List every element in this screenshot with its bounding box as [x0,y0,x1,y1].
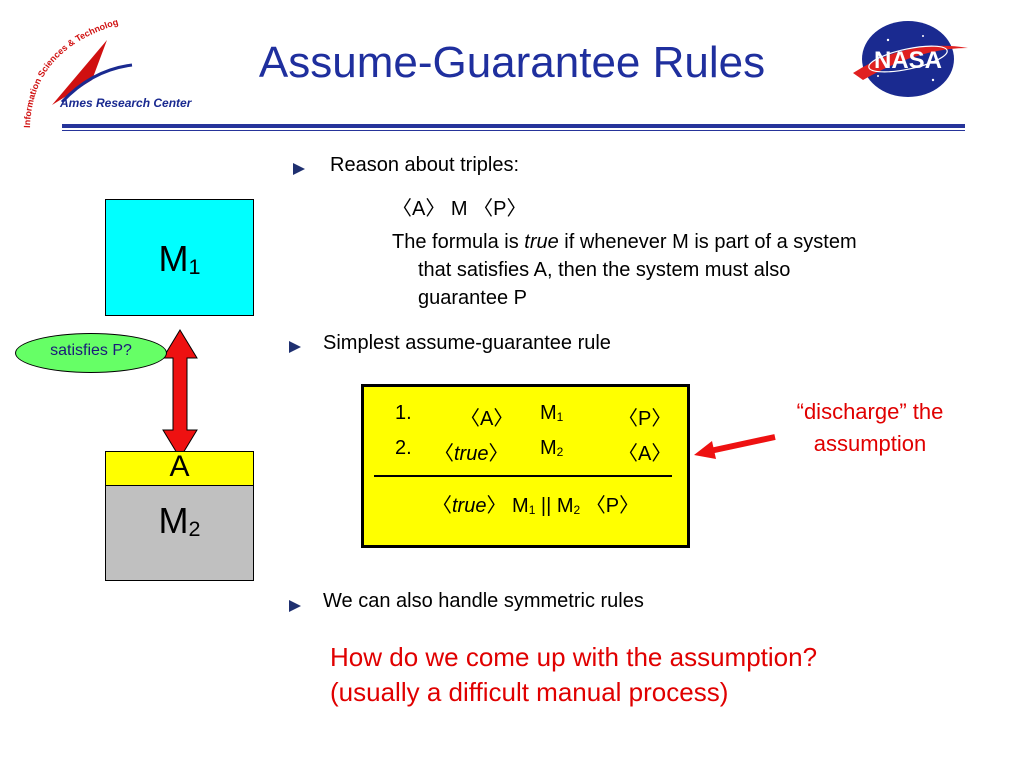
triple-notation: 〈A〉 M 〈P〉 [392,198,527,220]
rule-premise-1-number: 1. [395,402,412,424]
rule-premise-2-guarantee: 〈A〉 [618,443,672,465]
page-title: Assume-Guarantee Rules [258,38,766,87]
nasa-logo-text: NASA [874,47,942,74]
rule-box [361,384,690,548]
ames-rocket-shape [52,40,107,105]
satisfies-label: satisfies P? [50,342,132,359]
assumption-label: A [169,450,190,483]
m1-box [105,199,254,316]
discharge-note: “discharge” the assumption [796,399,944,456]
m2-label: M2 [158,500,201,542]
discharge-arrow [694,434,776,459]
ames-swoosh [60,63,133,104]
bullet-simplest-rule: Simplest assume-guarantee rule [323,332,611,354]
rule-inference-line [374,475,672,477]
nasa-logo: NASA [853,21,968,97]
bullet-icon [289,600,301,612]
title-divider [62,124,965,128]
satisfies-oval [15,333,167,373]
ames-logo: Information Sciences & Technology [12,10,133,128]
closing-question: How do we come up with the assumption? (… [330,642,818,707]
svg-text:Information Sciences & Technol: Information Sciences & Technology [12,10,119,128]
ames-arc-text: Information Sciences & Technology [12,10,119,128]
rule-conclusion: 〈true〉 M1 || M2 〈P〉 [432,495,640,517]
bullet-icon [293,163,305,175]
rule-premise-2-assumption: 〈true〉 [434,443,509,465]
bullet-icon [289,341,301,353]
rule-premise-1-module: M1 [540,402,564,424]
m1-label: M1 [158,238,201,280]
rule-premise-2-number: 2. [395,437,412,459]
m2-box [105,485,254,581]
rule-premise-2-module: M2 [540,437,564,459]
title-divider-thin [62,130,965,131]
formula-explanation: The formula is true if whenever M is par… [392,231,857,309]
ames-logo-text: Ames Research Center [60,96,192,110]
rule-premise-1-assumption: 〈A〉 [460,408,514,430]
rule-premise-1-guarantee: 〈P〉 [618,408,672,430]
bullet-symmetric-rules: We can also handle symmetric rules [323,590,644,612]
bullet-reason-about-triples: Reason about triples: [330,154,520,176]
